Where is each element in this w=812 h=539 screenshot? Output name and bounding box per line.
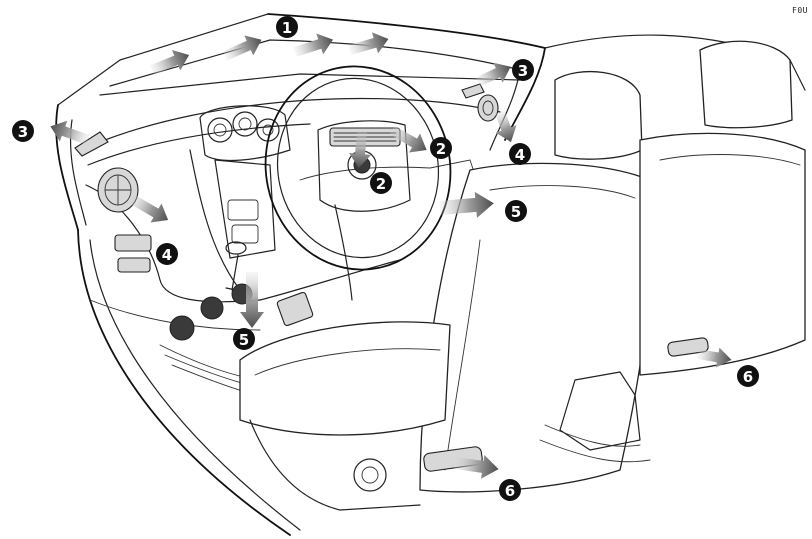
- svg-text:6: 6: [743, 368, 753, 386]
- callout-5-footwell-passenger: 5: [505, 200, 527, 222]
- svg-text:5: 5: [239, 331, 249, 349]
- airflow-arrow-windscreen: [347, 28, 392, 60]
- callout-4-side-vent-right: 4: [509, 143, 531, 165]
- svg-text:2: 2: [376, 175, 386, 193]
- svg-text:3: 3: [518, 62, 528, 80]
- callout-6-rear-outlet-right: 6: [737, 365, 759, 387]
- right-side-air-vent: [478, 95, 498, 121]
- callout-6-rear-outlet-center: 6: [499, 479, 521, 501]
- svg-text:5: 5: [511, 203, 521, 221]
- svg-text:4: 4: [162, 246, 172, 264]
- airflow-arrow-windscreen: [148, 45, 193, 80]
- callout-5-footwell-driver: 5: [233, 328, 255, 350]
- callout-4-side-vent-left: 4: [156, 243, 178, 265]
- left-side-air-vent: [98, 168, 138, 212]
- callout-3-side-window-right: 3: [512, 59, 534, 81]
- steering-wheel: [247, 49, 469, 300]
- svg-text:6: 6: [505, 482, 515, 500]
- svg-text:2: 2: [436, 140, 446, 158]
- callout-3-side-window-left: 3: [12, 120, 34, 142]
- callout-2-center-vent-lower: 2: [370, 172, 392, 194]
- airflow-arrow-windscreen: [292, 29, 337, 62]
- left-lower-air-vent: [115, 235, 151, 272]
- callout-1-windscreen: 1: [276, 16, 298, 38]
- front-seat: [240, 72, 653, 510]
- svg-text:3: 3: [18, 123, 28, 141]
- airflow-arrow-windscreen: [221, 30, 266, 66]
- svg-text:4: 4: [515, 146, 525, 164]
- callout-2-center-vent: 2: [430, 137, 452, 159]
- svg-text:1: 1: [282, 19, 292, 37]
